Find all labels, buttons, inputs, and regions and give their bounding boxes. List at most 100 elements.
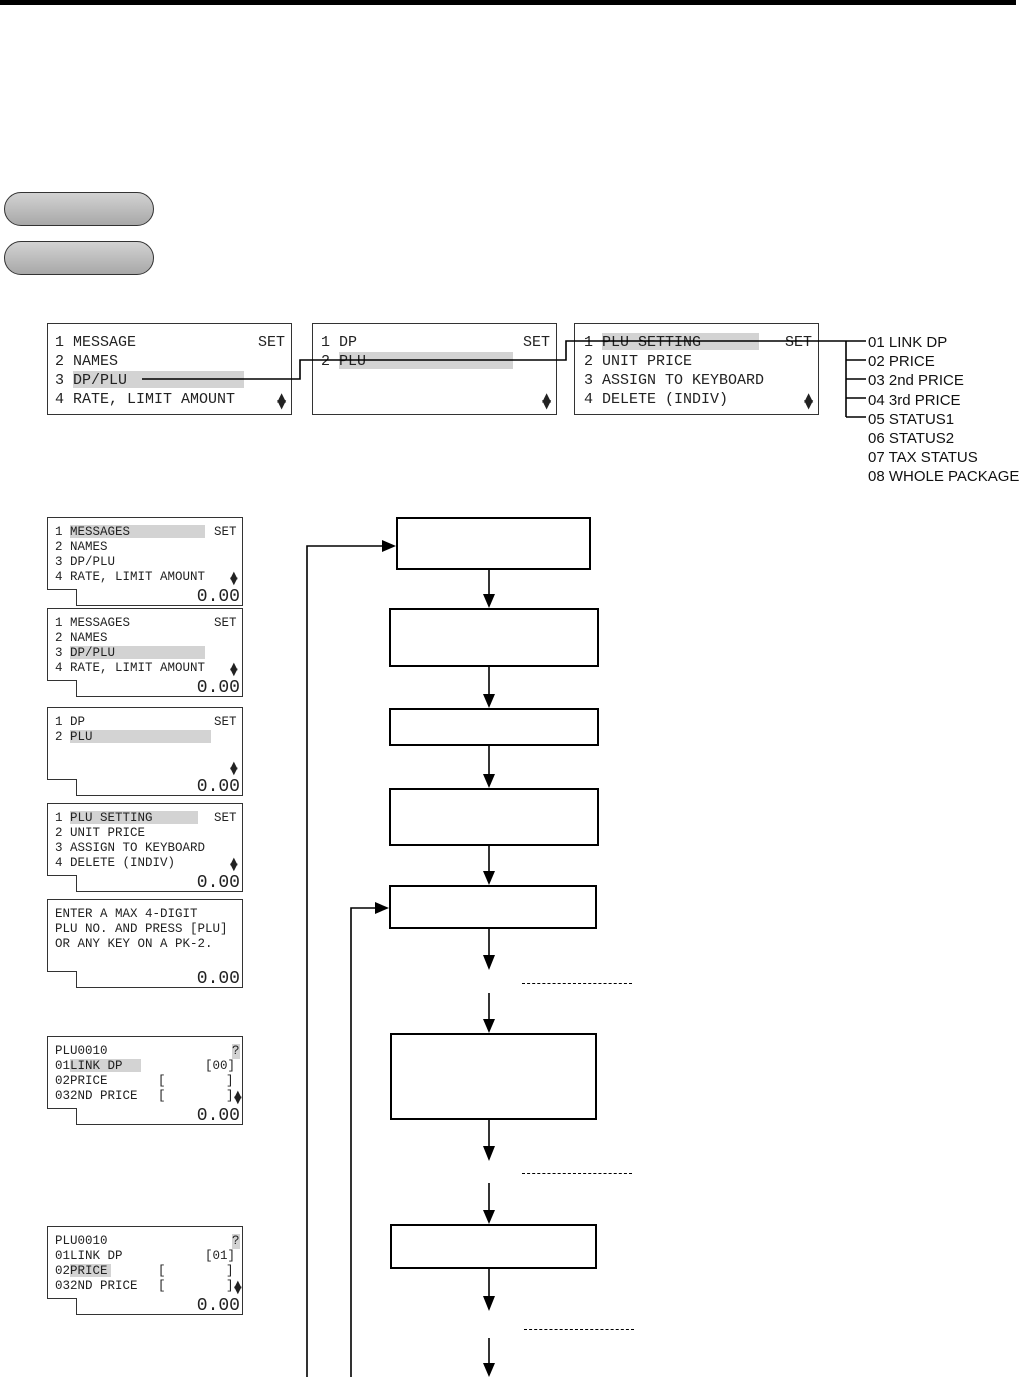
- prompt-mark: ?: [232, 1044, 240, 1060]
- menu-row: 4 RATE, LIMIT AMOUNT: [55, 391, 236, 408]
- flow-step-box: [389, 788, 599, 846]
- setting-value: [: [158, 1279, 166, 1293]
- setting-row: 032ND PRICE: [55, 1279, 138, 1293]
- mode-key-button[interactable]: [4, 241, 154, 275]
- list-item: 08 WHOLE PACKAGE: [868, 468, 1020, 486]
- step-display: 1 MESSAGES SET 2 NAMES 3 DP/PLU 4 RATE, …: [47, 608, 243, 681]
- scroll-arrows-icon: ▲▼: [277, 390, 287, 411]
- menu-row: 2 NAMES: [55, 631, 108, 645]
- menu-row: 1 MESSAGES: [55, 616, 131, 630]
- menu-row: 1 DP: [55, 715, 86, 729]
- setting-row: 032ND PRICE: [55, 1089, 138, 1103]
- menu-row: 2 UNIT PRICE: [584, 353, 693, 370]
- prompt-mark: ?: [232, 1234, 240, 1250]
- amount-display: 0.00: [76, 588, 243, 606]
- menu-row: 4 RATE, LIMIT AMOUNT: [55, 661, 206, 675]
- menu-row: 1 DP: [321, 334, 358, 351]
- main-menu-display: 1 MESSAGE SET 2 NAMES 3 DP/PLU 4 RATE, L…: [47, 323, 292, 415]
- scroll-arrows-icon: ▲▼: [230, 661, 238, 678]
- setting-row: 02PRICE: [55, 1264, 111, 1279]
- setting-row: 02PRICE: [55, 1074, 108, 1088]
- amount-display: 0.00: [76, 874, 243, 892]
- setting-value: [00]: [205, 1059, 236, 1073]
- menu-row: 4 DELETE (INDIV): [55, 856, 176, 870]
- menu-row: 1 PLU SETTING: [55, 811, 198, 826]
- menu-row: 3 DP/PLU: [55, 555, 116, 569]
- dashed-line: [522, 983, 632, 984]
- top-rule: [0, 0, 1016, 5]
- set-label: SET: [523, 334, 551, 351]
- menu-row: 3 DP/PLU: [55, 646, 205, 661]
- scroll-arrows-icon: ▲▼: [230, 760, 238, 777]
- flow-step-box: [390, 1033, 597, 1120]
- step-display: 1 MESSAGES SET 2 NAMES 3 DP/PLU 4 RATE, …: [47, 517, 243, 590]
- setting-value: [: [158, 1089, 166, 1103]
- plu-setting-items: 01 LINK DP 02 PRICE 03 2nd PRICE 04 3rd …: [868, 333, 1019, 487]
- menu-row: 3 ASSIGN TO KEYBOARD: [55, 841, 206, 855]
- list-item: 07 TAX STATUS: [868, 449, 978, 467]
- scroll-arrows-icon: ▲▼: [230, 856, 238, 873]
- amount-display: 0.00: [76, 679, 243, 697]
- menu-row: 1 MESSAGES: [55, 525, 205, 540]
- mode-key-button[interactable]: [4, 192, 154, 226]
- step-display: 1 PLU SETTING SET 2 UNIT PRICE 3 ASSIGN …: [47, 803, 243, 876]
- setting-value: [: [158, 1074, 166, 1088]
- flow-step-box: [389, 885, 597, 929]
- set-label: SET: [214, 715, 237, 729]
- menu-row: 1 MESSAGE: [55, 334, 137, 351]
- setting-row: 01LINK DP: [55, 1249, 123, 1263]
- dp-plu-menu-display: 1 DP SET 2 PLU ▲▼: [312, 323, 557, 415]
- scroll-arrows-icon: ▲▼: [234, 1279, 242, 1296]
- scroll-arrows-icon: ▲▼: [542, 390, 552, 411]
- dashed-line: [522, 1173, 632, 1174]
- step-display: ENTER A MAX 4-DIGIT PLU NO. AND PRESS [P…: [47, 899, 243, 972]
- setting-value: [01]: [205, 1249, 236, 1263]
- setting-value: ]: [226, 1279, 234, 1293]
- flow-step-box: [389, 708, 599, 746]
- list-item: 01 LINK DP: [868, 334, 948, 351]
- scroll-arrows-icon: ▲▼: [230, 570, 238, 587]
- amount-display: 0.00: [76, 1297, 243, 1315]
- menu-row: 4 RATE, LIMIT AMOUNT: [55, 570, 206, 584]
- menu-row: 2 PLU: [55, 730, 211, 745]
- list-item: 05 STATUS1: [868, 410, 955, 428]
- set-label: SET: [214, 616, 237, 630]
- menu-row: 4 DELETE (INDIV): [584, 391, 729, 408]
- setting-value: [: [158, 1264, 166, 1278]
- set-label: SET: [258, 334, 286, 351]
- scroll-arrows-icon: ▲▼: [234, 1089, 242, 1106]
- setting-value: ]: [226, 1264, 234, 1278]
- amount-display: 0.00: [76, 1107, 243, 1125]
- list-item: 02 PRICE: [868, 353, 935, 371]
- set-label: SET: [214, 811, 237, 825]
- list-item: 04 3rd PRICE: [868, 391, 961, 409]
- step-display: PLU0010 ? 01LINK DP [01] 02PRICE [ ] 032…: [47, 1226, 243, 1299]
- prompt-line: ENTER A MAX 4-DIGIT: [55, 907, 198, 921]
- prompt-line: PLU NO. AND PRESS [PLU]: [55, 922, 228, 936]
- amount-display: 0.00: [76, 778, 243, 796]
- prompt-line: OR ANY KEY ON A PK-2.: [55, 937, 213, 951]
- step-display: 1 DP SET 2 PLU ▲▼: [47, 707, 243, 780]
- list-item: 03 2nd PRICE: [868, 372, 964, 390]
- scroll-arrows-icon: ▲▼: [804, 390, 814, 411]
- list-item: 06 STATUS2: [868, 430, 955, 448]
- dashed-line: [524, 1329, 634, 1330]
- setting-row: 01LINK DP: [55, 1059, 141, 1074]
- flow-step-box: [396, 517, 591, 570]
- menu-row: 2 NAMES: [55, 540, 108, 554]
- menu-row: 3 ASSIGN TO KEYBOARD: [584, 372, 765, 389]
- plu-number: PLU0010: [55, 1234, 108, 1248]
- setting-value: ]: [226, 1074, 234, 1088]
- plu-menu-display: 1 PLU SETTING SET 2 UNIT PRICE 3 ASSIGN …: [574, 323, 819, 415]
- flow-step-box: [389, 608, 599, 667]
- flow-step-box: [390, 1224, 597, 1269]
- plu-number: PLU0010: [55, 1044, 108, 1058]
- set-label: SET: [785, 334, 813, 351]
- menu-row: 2 NAMES: [55, 353, 119, 370]
- set-label: SET: [214, 525, 237, 539]
- setting-value: ]: [226, 1089, 234, 1103]
- menu-row: 2 UNIT PRICE: [55, 826, 146, 840]
- step-display: PLU0010 ? 01LINK DP [00] 02PRICE [ ] 032…: [47, 1036, 243, 1109]
- amount-display: 0.00: [76, 970, 243, 988]
